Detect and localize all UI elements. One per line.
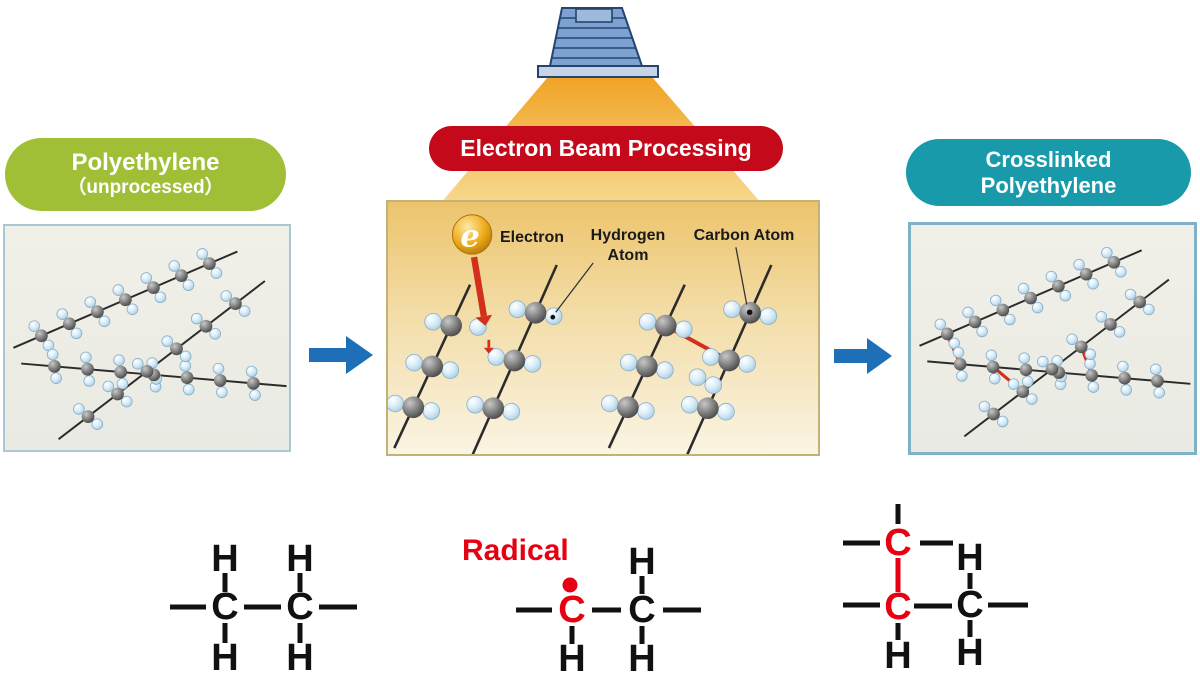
hydrogen-atom-label-line2: Atom: [607, 247, 649, 264]
svg-text:C: C: [286, 586, 313, 628]
unprocessed-panel-svg: [5, 226, 289, 450]
polyethylene-pill-line2: （unprocessed）: [67, 177, 224, 199]
crosslinked-panel-svg: [911, 225, 1194, 452]
arrow-right-icon: [309, 336, 373, 374]
svg-text:C: C: [884, 586, 911, 628]
svg-text:H: H: [956, 632, 983, 674]
crosslinked-pill-line1: Crosslinked: [985, 146, 1112, 172]
polyethylene-pill-line1: Polyethylene: [71, 149, 220, 177]
svg-text:e: e: [460, 218, 479, 254]
svg-text:H: H: [628, 638, 655, 680]
hydrogen-atom-label-line1: Hydrogen: [590, 227, 666, 244]
svg-text:C: C: [884, 522, 911, 564]
svg-text:Radical: Radical: [462, 534, 569, 567]
device-window: [575, 8, 613, 23]
crosslinked-panel: [908, 222, 1197, 455]
svg-text:C: C: [211, 586, 238, 628]
crosslinked-polyethylene-pill: Crosslinked Polyethylene: [906, 139, 1191, 206]
arrow-right-icon: [834, 338, 892, 374]
svg-text:C: C: [956, 584, 983, 626]
svg-text:H: H: [558, 638, 585, 680]
processing-panel-svg: e: [388, 202, 818, 454]
unprocessed-panel: [3, 224, 291, 452]
svg-text:H: H: [286, 543, 313, 580]
processing-panel: e Electron Hydrogen Atom Carbon Atom: [386, 200, 820, 456]
electron-label: Electron: [500, 229, 565, 246]
svg-text:H: H: [628, 541, 655, 583]
electron-beam-processing-pill: Electron Beam Processing: [429, 126, 783, 171]
svg-text:H: H: [956, 537, 983, 579]
carbon-atom-label: Carbon Atom: [693, 227, 795, 244]
svg-text:H: H: [211, 543, 238, 580]
device-base-plate: [537, 65, 659, 78]
svg-text:C: C: [558, 589, 585, 631]
svg-text:H: H: [286, 637, 313, 679]
svg-text:H: H: [211, 637, 238, 679]
beam-device: [537, 7, 659, 78]
svg-text:C: C: [628, 589, 655, 631]
svg-text:H: H: [884, 635, 911, 677]
electron-beam-processing-label: Electron Beam Processing: [460, 134, 752, 161]
polyethylene-pill: Polyethylene （unprocessed）: [5, 138, 286, 211]
crosslinked-pill-line2: Polyethylene: [980, 172, 1117, 198]
hydrogen-atom-label: Hydrogen Atom: [580, 226, 676, 266]
